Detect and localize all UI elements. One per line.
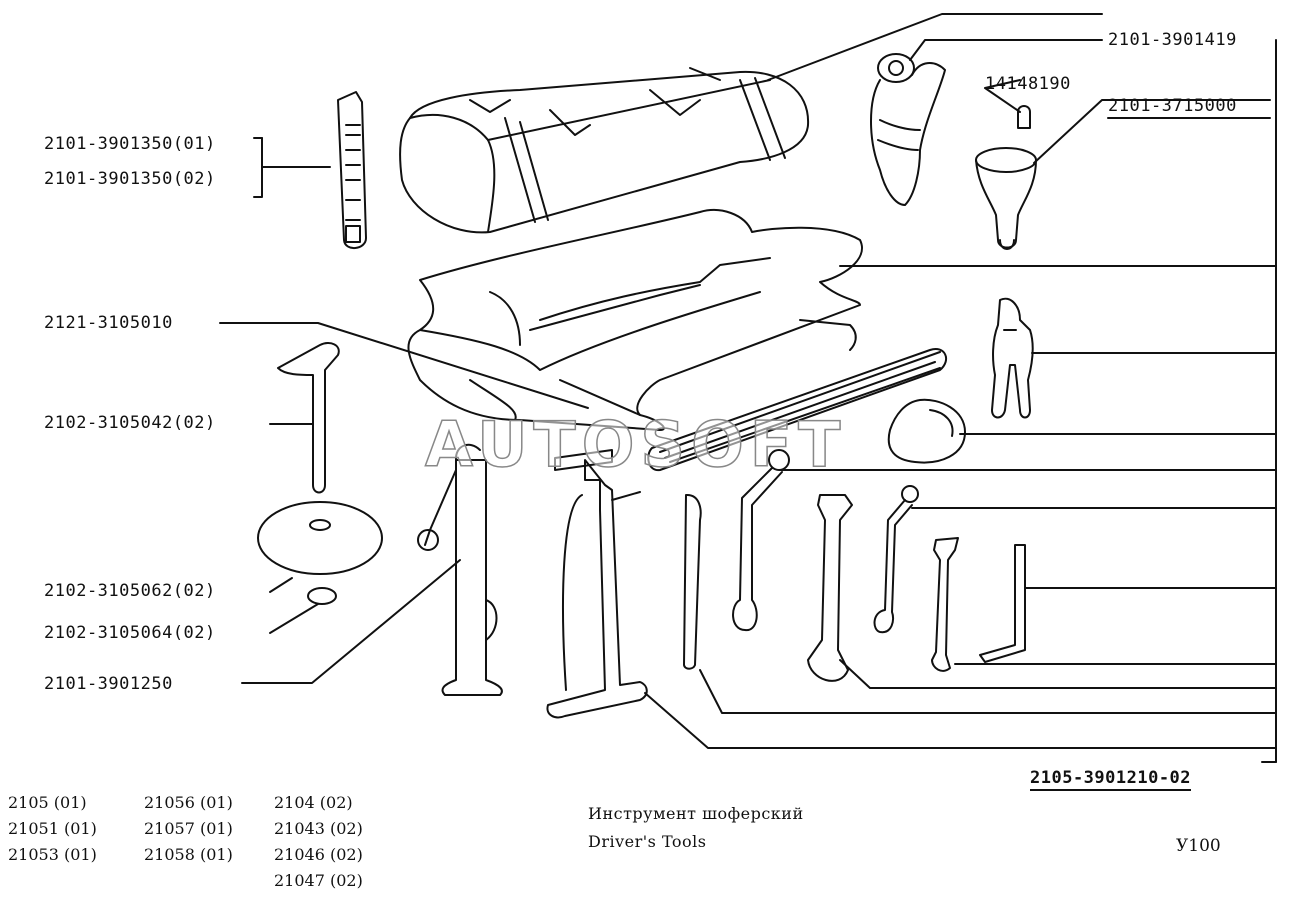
pliers: [991, 297, 1034, 419]
part-label-14148190: 14148190: [985, 74, 1071, 94]
title-english: Driver's Tools: [588, 832, 707, 851]
crank-handle: [647, 348, 948, 472]
model-entry: 2104 (02): [274, 793, 353, 812]
model-entry: 21043 (02): [274, 819, 363, 838]
washer: [307, 587, 337, 605]
leader-lamp: [1033, 99, 1271, 164]
title-russian: Инструмент шоферский: [588, 804, 804, 823]
jack-plate: [257, 501, 383, 575]
part-label-2101-3901350-02: 2101-3901350(02): [44, 169, 216, 189]
page-code: У100: [1176, 836, 1221, 856]
model-entry: 2105 (01): [8, 793, 87, 812]
part-label-2102-3105062: 2102-3105062(02): [44, 581, 216, 601]
leader-jack: [241, 559, 461, 684]
model-entry: 21058 (01): [144, 845, 233, 864]
tool-bag: [399, 67, 810, 234]
hex-key: [979, 544, 1026, 663]
part-label-2101-3901250: 2101-3901250: [44, 674, 173, 694]
leader-handle: [219, 322, 589, 409]
pump-hose: [887, 398, 966, 464]
model-entry: 21047 (02): [274, 871, 363, 890]
leader-open-wrench: [839, 659, 1277, 689]
open-tool-roll: [407, 209, 863, 431]
models-column-2: 21056 (01) 21057 (01) 21058 (01): [144, 790, 233, 868]
leader-screwdriver: [699, 669, 1277, 714]
diagram-title: Инструмент шоферский Driver's Tools: [588, 800, 804, 856]
spare-bulb: [1017, 105, 1031, 129]
model-entry: 21053 (01): [8, 845, 97, 864]
models-column-3: 2104 (02) 21043 (02) 21046 (02) 21047 (0…: [274, 790, 363, 894]
part-label-2121-3105010: 2121-3105010: [44, 313, 173, 333]
watermark: AUTOSOFT: [424, 407, 847, 482]
leader-plate: [269, 577, 293, 593]
model-entry: 21056 (01): [144, 793, 233, 812]
small-open-end-wrench: [931, 537, 959, 672]
part-label-2102-3105064: 2102-3105064(02): [44, 623, 216, 643]
leader-bag: [767, 13, 1103, 81]
part-label-2105-3901210-02: 2105-3901210-02: [1030, 768, 1192, 791]
tyre-pump: [546, 449, 648, 719]
jack-screw: [277, 342, 340, 494]
leader-pump: [644, 692, 1277, 749]
open-end-wrench: [807, 494, 853, 682]
car-jack: [417, 443, 503, 696]
leader-inflator: [909, 39, 1103, 61]
part-label-2101-3901419: 2101-3901419: [1108, 30, 1237, 50]
screwdriver: [683, 493, 702, 670]
part-label-2102-3105042: 2102-3105042(02): [44, 413, 216, 433]
model-entry: 21057 (01): [144, 819, 233, 838]
box-wrench-small: [873, 485, 919, 634]
model-entry: 21051 (01): [8, 819, 97, 838]
models-column-1: 2105 (01) 21051 (01) 21053 (01): [8, 790, 97, 868]
leader-bulb: [984, 79, 1021, 113]
inflator-pouch: [870, 53, 946, 206]
leader-washer: [269, 603, 319, 634]
tire-lever: [337, 91, 367, 249]
part-label-2101-3715000: 2101-3715000: [1108, 96, 1237, 119]
part-label-2101-3901350-01: 2101-3901350(01): [44, 134, 216, 154]
model-entry: 21046 (02): [274, 845, 363, 864]
inspection-lamp: [975, 147, 1037, 250]
box-wrench-large: [732, 449, 790, 632]
